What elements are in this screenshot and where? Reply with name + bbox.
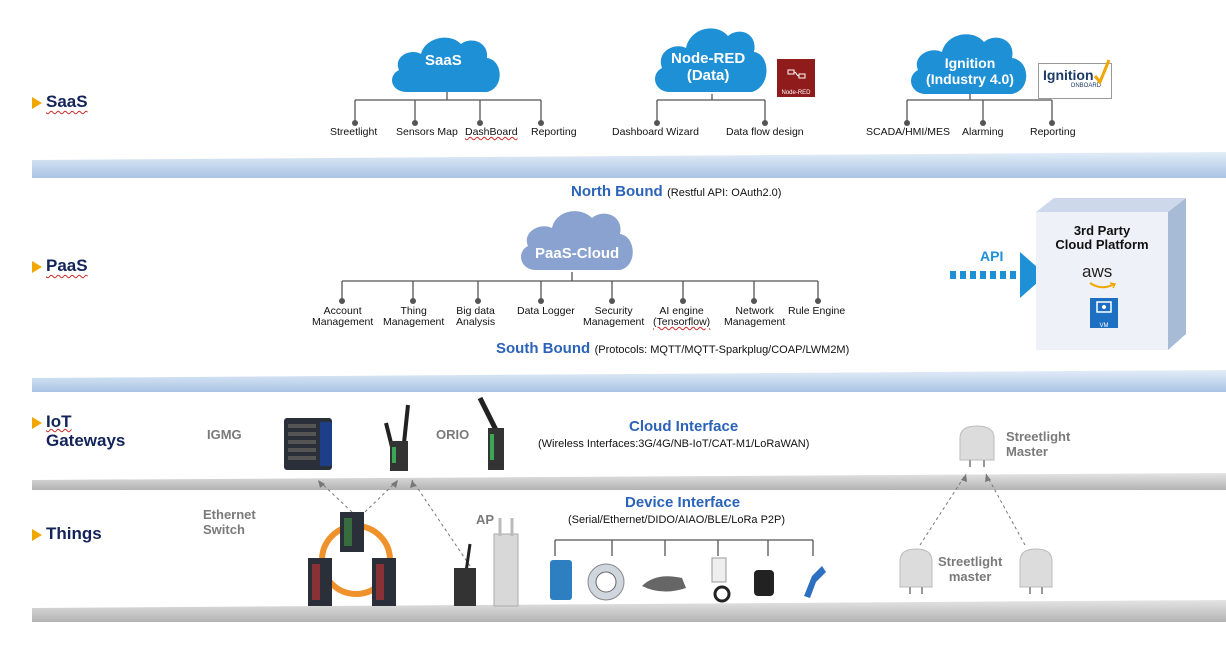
ethernet-switch-ring-image [308, 512, 396, 606]
ignition-item-scada: SCADA/HMI/MES [866, 126, 951, 138]
nodered-item-dashboard-wizard: Dashboard Wizard [612, 126, 699, 138]
third-party-box-shape [1036, 198, 1186, 350]
nodered-cloud-shape [655, 28, 767, 92]
streetlight-master-device-1-image [899, 548, 933, 594]
saas-item-streetlight: Streetlight [330, 126, 378, 138]
ignition-cloud-shape [911, 34, 1027, 94]
orio-router-image [384, 404, 410, 471]
triangle-arrow-icon [32, 416, 42, 429]
saas-cloud-title: SaaS [425, 52, 462, 69]
ap-label: AP [476, 512, 495, 527]
third-party-title: 3rd Party Cloud Platform [1055, 223, 1149, 252]
paas-cloud-shape [521, 211, 633, 270]
layer-label-things: Things [32, 524, 102, 544]
streetlight-master-things-label: Streetlight master [938, 554, 1003, 584]
ignition-item-reporting: Reporting [1030, 126, 1076, 138]
streetlight-master-gateway-label: Streetlight Master [1006, 429, 1071, 459]
device-interface-title: Device Interface [625, 494, 741, 511]
streetlight-master-gateway-image [959, 425, 995, 467]
ignition-logo: Ignition ONBOARD [1038, 59, 1112, 99]
cloud-interface-detail: (Wireless Interfaces:3G/4G/NB-IoT/CAT-M1… [538, 438, 810, 450]
ignition-item-alarming: Alarming [962, 126, 1004, 138]
api-label: API [980, 248, 1004, 264]
igmg-device-image [284, 418, 332, 470]
south-bound-label: South Bound (Protocols: MQTT/MQTT-Sparkp… [496, 340, 850, 357]
triangle-arrow-icon [32, 260, 42, 273]
nodered-logo: Node-RED [777, 59, 815, 97]
monitor-icon [1096, 301, 1112, 313]
aws-logo: aws [1082, 262, 1113, 281]
paas-item-data-logger: Data Logger [517, 305, 575, 317]
triangle-arrow-icon [32, 528, 42, 541]
ethernet-switch-label: Ethernet Switch [203, 507, 256, 537]
layer-label-paas: PaaS [32, 256, 88, 276]
nodered-cloud-title: Node-RED (Data) [671, 50, 746, 84]
vm-icon: VM [1090, 298, 1118, 329]
saas-cloud-shape [392, 37, 500, 92]
field-devices-image [550, 557, 826, 603]
checkmark-icon [1093, 59, 1111, 84]
cloud-interface-title: Cloud Interface [629, 418, 739, 435]
streetlight-master-device-2-image [1019, 548, 1053, 594]
orio-label: ORIO [436, 427, 470, 442]
layer-label-saas: SaaS [32, 92, 88, 112]
north-bound-label: North Bound (Restful API: OAuth2.0) [571, 183, 782, 200]
orio-device-image [477, 396, 504, 470]
device-interface-detail: (Serial/Ethernet/DIDO/AIAO/BLE/LoRa P2P) [568, 514, 786, 526]
paas-item-ai-engine: AI engine(Tensorflow) [653, 305, 711, 328]
paas-cloud-title: PaaS-Cloud [535, 245, 620, 262]
paas-item-rule-engine: Rule Engine [788, 305, 846, 317]
access-point-image [454, 518, 519, 607]
igmg-label: IGMG [207, 427, 242, 442]
triangle-arrow-icon [32, 96, 42, 109]
aws-smile-icon [1089, 282, 1117, 289]
saas-item-dashboard: DashBoard [465, 126, 518, 138]
layer-label-iot-gateways: IoT Gateways [32, 412, 125, 450]
nodered-logo-icon [787, 69, 806, 79]
ignition-cloud-title: Ignition (Industry 4.0) [926, 55, 1014, 87]
nodered-item-data-flow-design: Data flow design [726, 126, 804, 138]
saas-item-sensors-map: Sensors Map [396, 126, 458, 138]
saas-item-reporting: Reporting [531, 126, 577, 138]
